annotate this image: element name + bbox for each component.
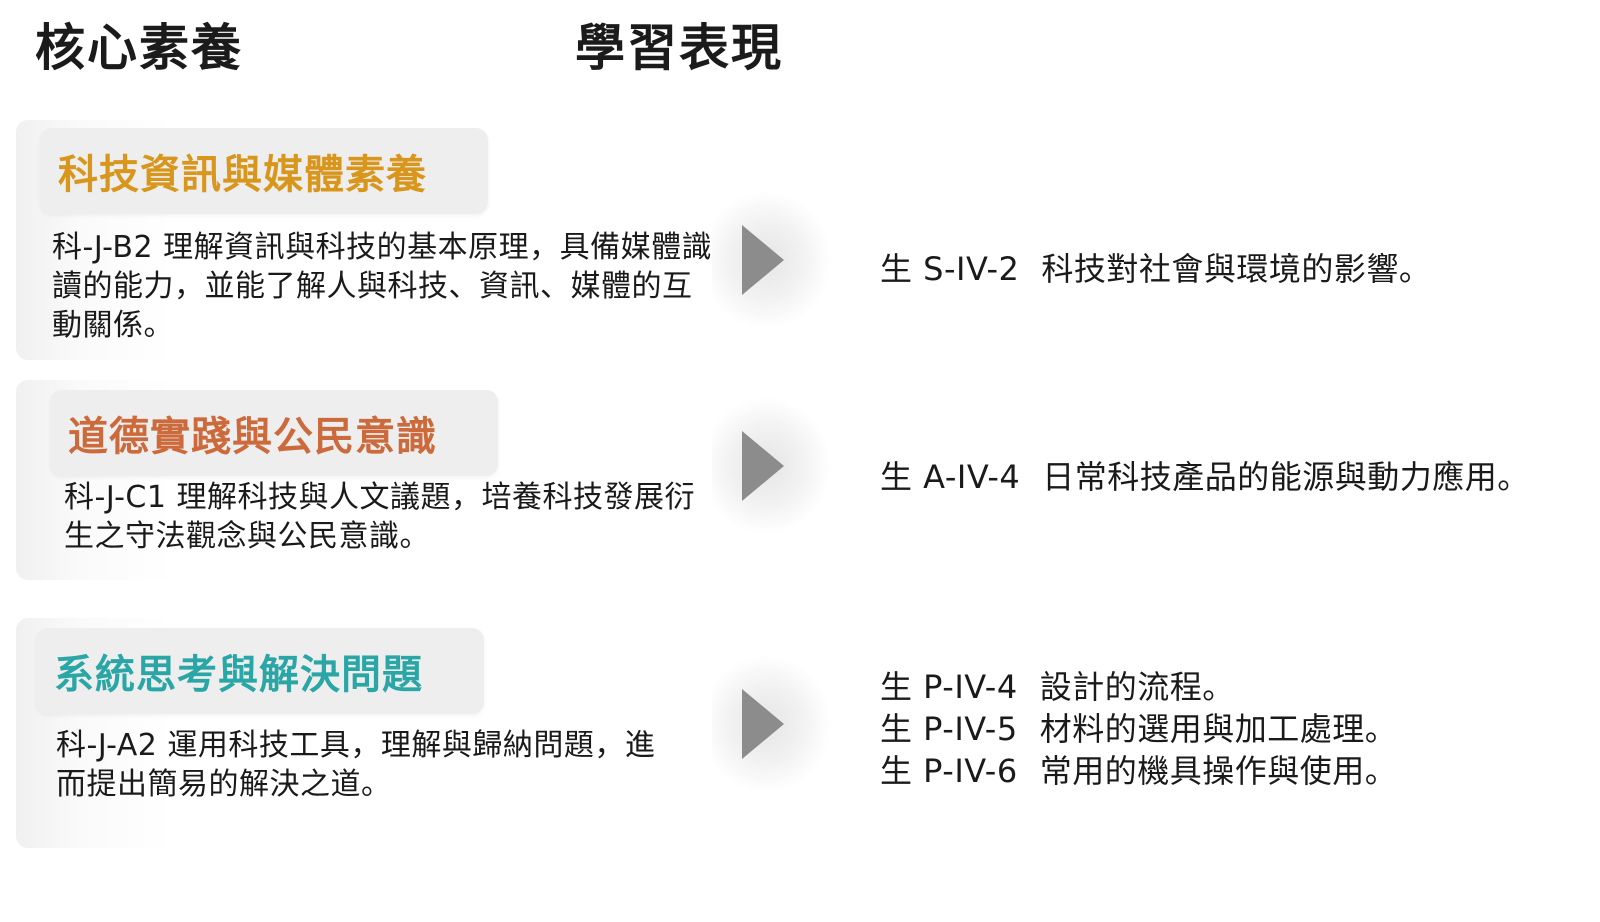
competency-title: 科技資訊與媒體素養 [58, 152, 427, 198]
performance-code: 生 P-IV-5 [880, 710, 1018, 748]
competency-title-pill: 道德實踐與公民意識 [50, 390, 498, 476]
performance-item: 生 A-IV-4 日常科技產品的能源與動力應用。 [880, 456, 1530, 498]
competency-title-pill: 系統思考與解決問題 [36, 628, 484, 714]
performance-item: 生 P-IV-4 設計的流程。 [880, 666, 1397, 708]
performance-item: 生 P-IV-5 材料的選用與加工處理。 [880, 708, 1397, 750]
performance-code: 生 P-IV-4 [880, 668, 1018, 706]
arrow-container [712, 190, 832, 330]
performance-text: 日常科技產品的能源與動力應用。 [1042, 458, 1530, 496]
competency-row-1: 科技資訊與媒體素養 科-J-B2 理解資訊與科技的基本原理，具備媒體識讀的能力，… [16, 120, 1600, 360]
chevron-right-icon [742, 431, 784, 501]
arrow-container [712, 396, 832, 536]
competency-row-3: 系統思考與解決問題 科-J-A2 運用科技工具，理解與歸納問題，進而提出簡易的解… [16, 618, 1600, 848]
performance-list: 生 S-IV-2 科技對社會與環境的影響。 [880, 248, 1431, 290]
chevron-right-icon [742, 225, 784, 295]
performance-text: 設計的流程。 [1039, 668, 1235, 706]
performance-list: 生 P-IV-4 設計的流程。 生 P-IV-5 材料的選用與加工處理。 生 P-I… [880, 666, 1397, 792]
performance-item: 生 S-IV-2 科技對社會與環境的影響。 [880, 248, 1431, 290]
chevron-right-icon [742, 689, 784, 759]
competency-description: 科-J-A2 運用科技工具，理解與歸納問題，進而提出簡易的解決之道。 [56, 728, 656, 802]
competency-row-2: 道德實踐與公民意識 科-J-C1 理解科技與人文議題，培養科技發展衍生之守法觀念… [16, 380, 1600, 580]
core-competency-heading: 核心素養 [35, 19, 243, 77]
performance-code: 生 P-IV-6 [880, 752, 1018, 790]
performance-text: 科技對社會與環境的影響。 [1041, 250, 1432, 288]
performance-list: 生 A-IV-4 日常科技產品的能源與動力應用。 [880, 456, 1530, 498]
competency-description: 科-J-C1 理解科技與人文議題，培養科技發展衍生之守法觀念與公民意識。 [64, 480, 695, 554]
performance-text: 材料的選用與加工處理。 [1039, 710, 1398, 748]
competency-description: 科-J-B2 理解資訊與科技的基本原理，具備媒體識讀的能力，並能了解人與科技、資… [52, 230, 713, 343]
learning-performance-heading: 學習表現 [575, 19, 783, 77]
performance-code: 生 S-IV-2 [880, 250, 1020, 288]
performance-item: 生 P-IV-6 常用的機具操作與使用。 [880, 750, 1397, 792]
competency-title-pill: 科技資訊與媒體素養 [40, 128, 488, 214]
performance-code: 生 A-IV-4 [880, 458, 1021, 496]
competency-title: 系統思考與解決問題 [54, 652, 423, 698]
performance-text: 常用的機具操作與使用。 [1039, 752, 1398, 790]
arrow-container [712, 654, 832, 794]
competency-title: 道德實踐與公民意識 [68, 414, 437, 460]
